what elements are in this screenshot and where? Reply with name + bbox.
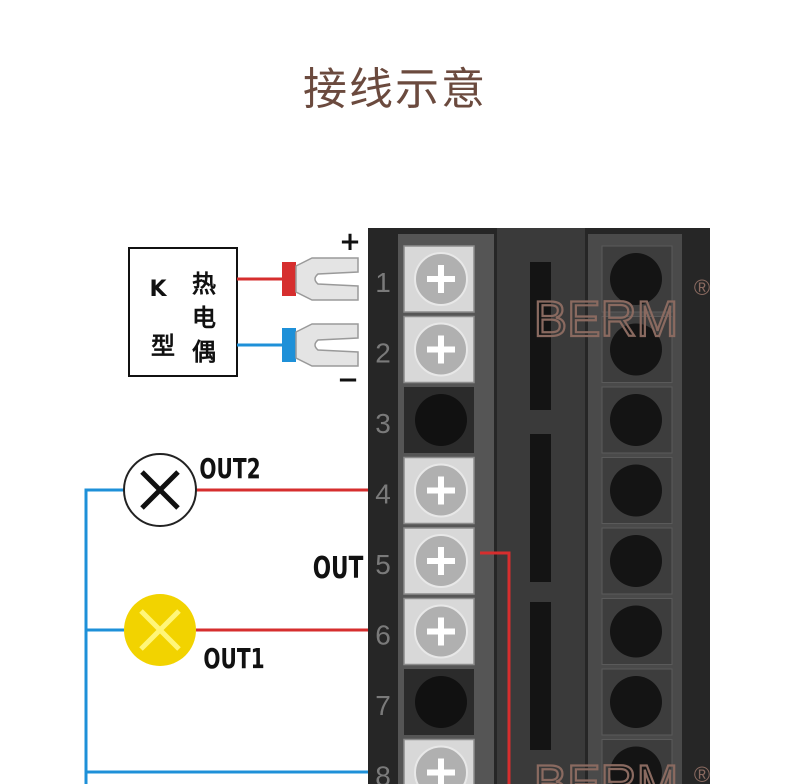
sensor-char-re: 热 [192, 270, 216, 298]
right-terminal-hole [610, 394, 662, 446]
right-terminal-hole [610, 676, 662, 728]
terminal-number: 7 [375, 690, 391, 721]
k-thermocouple-box [128, 247, 238, 377]
channel-slot [530, 434, 551, 582]
terminal-number: 8 [375, 761, 391, 784]
label-out: OUT [313, 552, 364, 586]
out-internal-wire [480, 551, 511, 784]
red-sleeve [282, 262, 296, 296]
terminal-number: 1 [375, 267, 391, 298]
terminal-number: 6 [375, 620, 391, 651]
right-terminal-hole [610, 464, 662, 517]
polarity-plus: + [339, 227, 361, 257]
empty-terminal-hole [415, 676, 467, 728]
label-out1: OUT1 [203, 642, 264, 675]
terminal-number: 3 [375, 408, 391, 439]
brand-logo-lower: BERM [534, 755, 678, 784]
brand-registered-mark-lower: ® [694, 762, 710, 784]
sensor-type: K [149, 277, 167, 302]
brand-logo: BERM [534, 291, 678, 347]
blue-sleeve [282, 328, 296, 362]
polarity-minus: − [337, 365, 359, 395]
blue-common-wire [84, 488, 124, 784]
right-terminal-hole [610, 535, 662, 587]
terminal-number: 2 [375, 338, 391, 369]
terminal-number: 4 [375, 479, 391, 510]
fork-lug-negative [295, 323, 359, 367]
brand-registered-mark: ® [694, 275, 710, 300]
channel-slot [530, 602, 551, 750]
empty-terminal-hole [415, 394, 467, 446]
terminal-number: 5 [375, 549, 391, 580]
channel-slot [530, 262, 551, 410]
sensor-char-xing: 型 [151, 332, 175, 360]
right-terminal-hole [610, 605, 662, 658]
label-out2: OUT2 [199, 452, 260, 485]
sensor-char-ou: 偶 [192, 338, 216, 366]
right-terminal-hole [610, 253, 662, 305]
sensor-char-dian: 电 [192, 304, 216, 332]
fork-lug-positive [295, 257, 359, 301]
right-terminal-hole [610, 323, 662, 376]
right-terminal-hole [610, 746, 662, 784]
page-title: 接线示意 [303, 64, 487, 115]
